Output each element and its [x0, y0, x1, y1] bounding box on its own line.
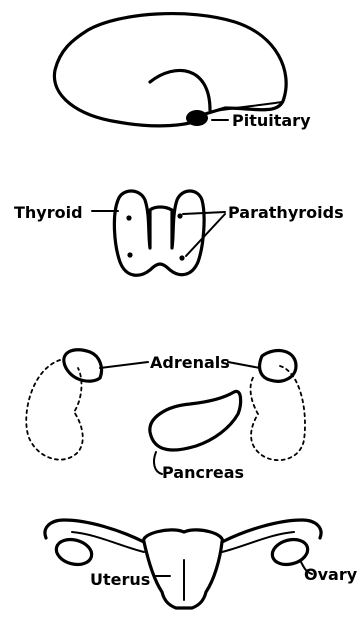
- right-adrenal: [260, 351, 296, 382]
- pituitary-gland: [186, 110, 208, 126]
- adrenals-pointer-left: [100, 362, 148, 368]
- parathyroid-lower-right: [179, 255, 184, 260]
- thyroid-label: Thyroid: [14, 203, 83, 222]
- pancreas-gland: [150, 391, 241, 450]
- brain-outline: [54, 14, 286, 126]
- pituitary-label: Pituitary: [232, 111, 311, 130]
- parathyroid-upper-left: [126, 215, 131, 220]
- parathyroids-label: Parathyroids: [228, 203, 344, 222]
- parathyroid-upper-right: [177, 213, 182, 218]
- left-ovary: [54, 536, 95, 568]
- uterus-label: Uterus: [90, 570, 150, 589]
- left-kidney-outline: [26, 360, 82, 460]
- right-ovary: [270, 536, 311, 568]
- pancreas-label: Pancreas: [162, 463, 244, 482]
- ovary-label: Ovary: [304, 565, 358, 584]
- parathyroid-lower-left: [127, 252, 132, 257]
- uterus-organ: [144, 530, 223, 608]
- pancreas-pointer: [154, 452, 162, 474]
- adrenals-pointer-right: [228, 362, 260, 368]
- left-adrenal: [64, 350, 102, 381]
- adrenals-label: Adrenals: [150, 353, 230, 372]
- left-fallopian-tube: [45, 520, 144, 552]
- thyroid-gland: [114, 191, 204, 275]
